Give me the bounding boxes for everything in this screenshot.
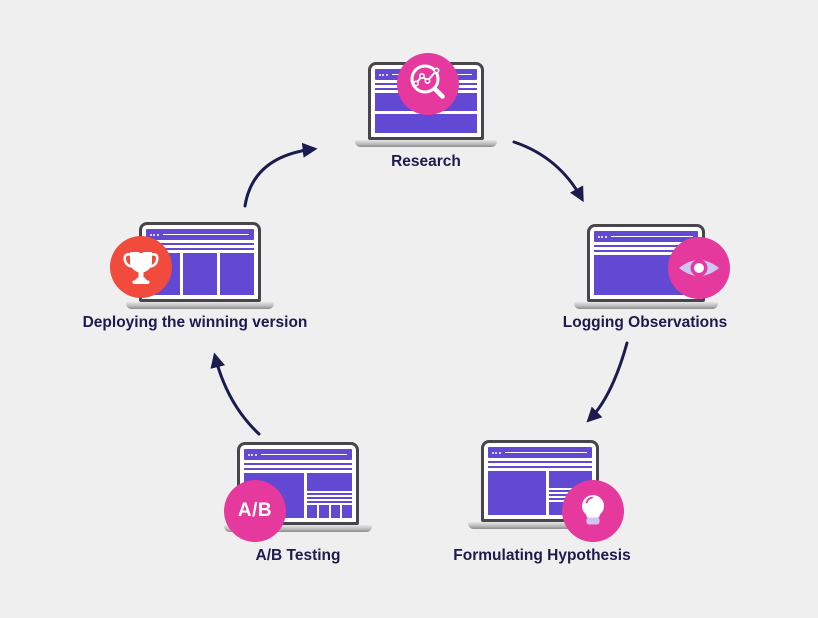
- screen-square: [318, 505, 329, 518]
- laptop-base: [355, 140, 497, 147]
- browser-topbar: [594, 231, 698, 242]
- node-deploying: Deploying the winning version: [83, 222, 307, 331]
- laptop-base: [574, 302, 718, 309]
- screen-line: [146, 247, 254, 250]
- laptop-base: [468, 522, 612, 529]
- address-bar-line: [610, 235, 693, 238]
- screen-line: [307, 493, 352, 495]
- window-dots-icon: [247, 453, 257, 456]
- trophy-icon: [110, 236, 172, 298]
- eye-icon: [668, 237, 730, 299]
- arrow-abtesting-to-deploying: [210, 352, 261, 436]
- screen-block: [488, 470, 547, 515]
- window-dots-icon: [149, 233, 159, 236]
- window-dots-icon: [597, 235, 607, 238]
- ab-letters-badge: A/B: [224, 480, 286, 542]
- node-logging-observations: Logging Observations: [563, 224, 730, 331]
- arrow-research-to-logging: [512, 140, 584, 203]
- browser-topbar: [244, 449, 352, 460]
- screen-square: [307, 505, 317, 518]
- screen-line: [594, 249, 698, 252]
- screen-column: [183, 252, 217, 295]
- laptop-base: [224, 525, 372, 532]
- chart-magnifier-icon: [397, 53, 459, 115]
- address-bar-line: [504, 451, 587, 454]
- arrow-deploying-to-research: [243, 142, 318, 208]
- laptop-base: [126, 302, 274, 309]
- node-label: A/B Testing: [255, 547, 341, 564]
- screen-square: [342, 505, 352, 518]
- screen-line: [488, 465, 592, 468]
- screen-column: [220, 252, 255, 295]
- lightbulb-icon: [562, 480, 624, 542]
- ab-badge-text: A/B: [237, 500, 273, 521]
- screen-line: [244, 467, 352, 470]
- screen-block: [375, 114, 477, 133]
- browser-topbar: [488, 447, 592, 458]
- screen-line: [244, 462, 352, 465]
- screen-thumbnails: [307, 505, 352, 518]
- address-bar-line: [260, 453, 347, 456]
- browser-topbar: [146, 229, 254, 240]
- node-formulating-hypothesis: Formulating Hypothesis: [453, 440, 631, 564]
- node-research: Research: [355, 53, 497, 170]
- screen-line: [146, 242, 254, 245]
- window-dots-icon: [378, 73, 388, 76]
- node-label: Formulating Hypothesis: [453, 547, 631, 564]
- screen-block: [307, 472, 352, 491]
- node-ab-testing: A/B A/B Testing: [224, 442, 372, 564]
- screen-line: [307, 501, 352, 503]
- screen-line: [488, 460, 592, 463]
- node-label: Deploying the winning version: [82, 314, 308, 331]
- node-label: Logging Observations: [562, 314, 728, 331]
- screen-line: [307, 497, 352, 499]
- node-label: Research: [391, 153, 461, 170]
- window-dots-icon: [491, 451, 501, 454]
- screen-square: [330, 505, 341, 518]
- screen-line: [594, 244, 698, 247]
- address-bar-line: [162, 233, 249, 236]
- screen-sidebar: [307, 472, 352, 518]
- arrow-logging-to-hypothesis: [586, 341, 629, 423]
